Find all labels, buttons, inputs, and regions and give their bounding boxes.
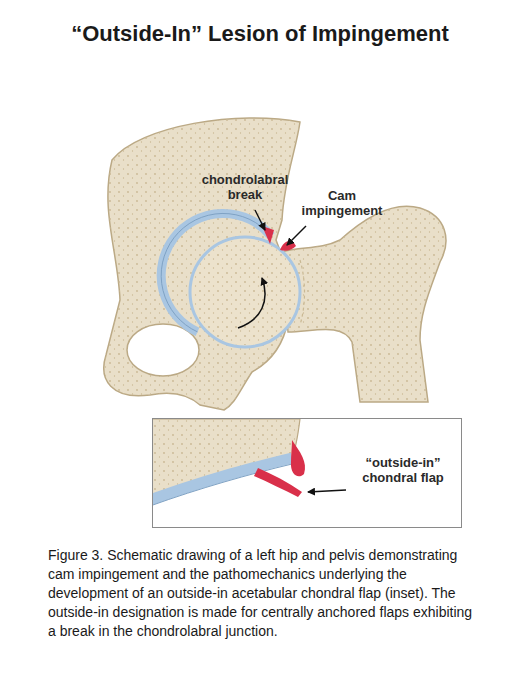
part-label: chondrolabral break [190,172,300,202]
femur-texture [282,206,446,402]
leader-line [287,226,306,245]
inset-box: “outside-in” chondral flap [152,418,462,528]
pelvis-texture [104,118,300,410]
inset-label: “outside-in” chondral flap [353,455,453,485]
part-label: Cam impingement [296,188,388,218]
head-texture [192,239,298,345]
illustration-part [153,419,300,500]
femur [282,206,446,402]
figure-title: “Outside-In” Lesion of Impingement [0,20,520,47]
illustration-part [153,419,300,500]
illustration-part [153,464,292,506]
illustration-part [308,490,346,492]
inset-illustration [153,419,461,527]
rotation-arrow [238,278,265,328]
leader-line [255,210,265,230]
pelvis [104,118,300,410]
cam-bump [280,241,296,251]
figure-caption: Figure 3. Schematic drawing of a left hi… [48,546,478,641]
illustration-part [291,440,305,476]
femoral-head [190,237,300,347]
